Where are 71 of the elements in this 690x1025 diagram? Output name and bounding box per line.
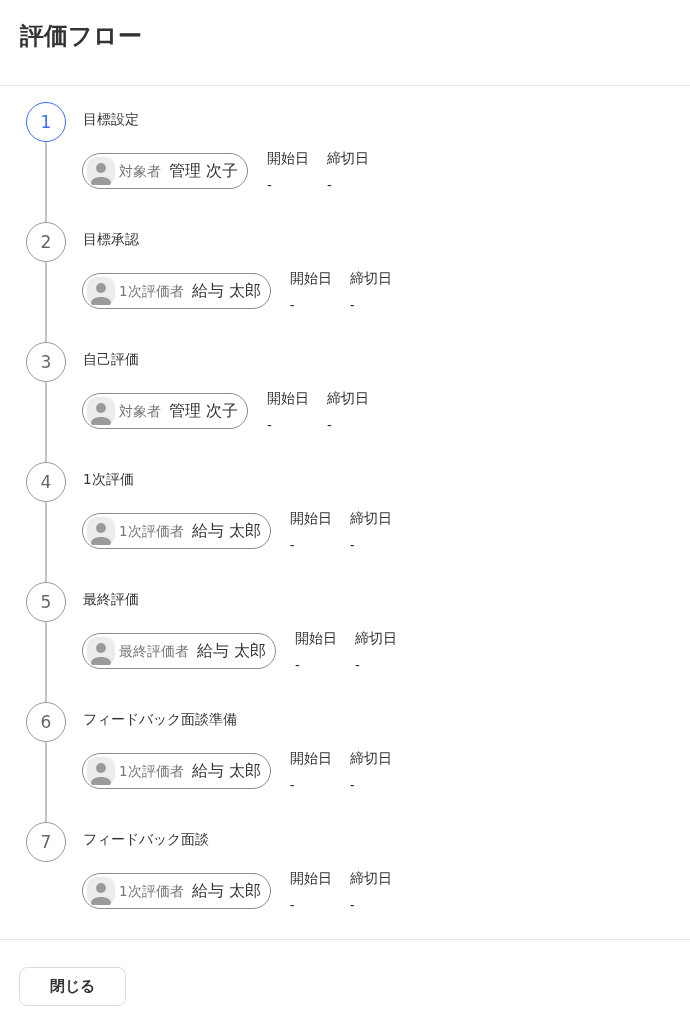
connector-line <box>45 381 47 463</box>
role-label: 1次評価者 <box>119 762 184 780</box>
step-title: 目標承認 <box>83 230 139 248</box>
date-value: - <box>289 296 295 314</box>
date-value: - <box>349 776 355 794</box>
person-name: 管理 次子 <box>169 161 239 181</box>
date-value: - <box>349 296 355 314</box>
person-name: 給与 太郎 <box>191 521 261 541</box>
person-name: 給与 太郎 <box>191 281 261 301</box>
date-label: 締切日 <box>327 149 370 167</box>
person-name: 給与 太郎 <box>191 881 261 901</box>
date-value: - <box>289 776 295 794</box>
date-label: 開始日 <box>267 149 310 167</box>
assignee-chip <box>82 753 271 789</box>
date-label: 開始日 <box>289 509 332 527</box>
date-label: 締切日 <box>349 269 392 287</box>
assignee-chip <box>82 513 271 549</box>
date-value: - <box>289 536 295 554</box>
date-label: 締切日 <box>349 509 392 527</box>
connector-line <box>45 141 47 223</box>
person-name: 給与 太郎 <box>197 641 267 661</box>
role-label: 対象者 <box>119 162 161 180</box>
date-label: 締切日 <box>327 389 370 407</box>
role-label: 最終評価者 <box>119 642 189 660</box>
step-title: フィードバック面談準備 <box>83 710 237 728</box>
step-title: 1次評価 <box>83 470 134 488</box>
step-title: 目標設定 <box>83 110 139 128</box>
step-circle: 2 <box>26 222 66 262</box>
step-circle: 4 <box>26 462 66 502</box>
step-title: フィードバック面談 <box>83 830 209 848</box>
date-value: - <box>267 176 272 194</box>
step-circle: 1 <box>26 102 66 142</box>
date-label: 開始日 <box>295 629 338 647</box>
date-label: 締切日 <box>349 749 392 767</box>
date-label: 締切日 <box>355 629 398 647</box>
connector-line <box>45 261 47 343</box>
date-value: - <box>289 896 295 914</box>
assignee-chip <box>82 273 271 309</box>
step-circle: 3 <box>26 342 66 382</box>
close-button: 閉じる <box>19 967 126 1006</box>
date-value: - <box>349 896 355 914</box>
date-value: - <box>327 416 332 434</box>
connector-line <box>45 741 47 823</box>
date-label: 開始日 <box>289 749 332 767</box>
date-label: 開始日 <box>267 389 310 407</box>
role-label: 1次評価者 <box>119 282 184 300</box>
person-name: 管理 次子 <box>169 401 239 421</box>
role-label: 対象者 <box>119 402 161 420</box>
assignee-chip <box>82 873 271 909</box>
step-circle: 7 <box>26 822 66 862</box>
role-label: 1次評価者 <box>119 882 184 900</box>
connector-line <box>45 621 47 703</box>
assignee-chip <box>82 633 277 669</box>
date-value: - <box>349 536 355 554</box>
date-label: 締切日 <box>349 869 392 887</box>
date-label: 開始日 <box>289 869 332 887</box>
step-circle: 5 <box>26 582 66 622</box>
connector-line <box>45 501 47 583</box>
date-value: - <box>327 176 332 194</box>
date-label: 開始日 <box>289 269 332 287</box>
assignee-chip <box>82 153 249 189</box>
date-value: - <box>267 416 272 434</box>
assignee-chip <box>82 393 249 429</box>
step-title: 自己評価 <box>83 350 139 368</box>
person-name: 給与 太郎 <box>191 761 261 781</box>
date-value: - <box>295 656 300 674</box>
date-value: - <box>355 656 360 674</box>
step-title: 最終評価 <box>83 590 139 608</box>
dialog-title: 評価フロー <box>20 21 142 52</box>
role-label: 1次評価者 <box>119 522 184 540</box>
step-circle: 6 <box>26 702 66 742</box>
